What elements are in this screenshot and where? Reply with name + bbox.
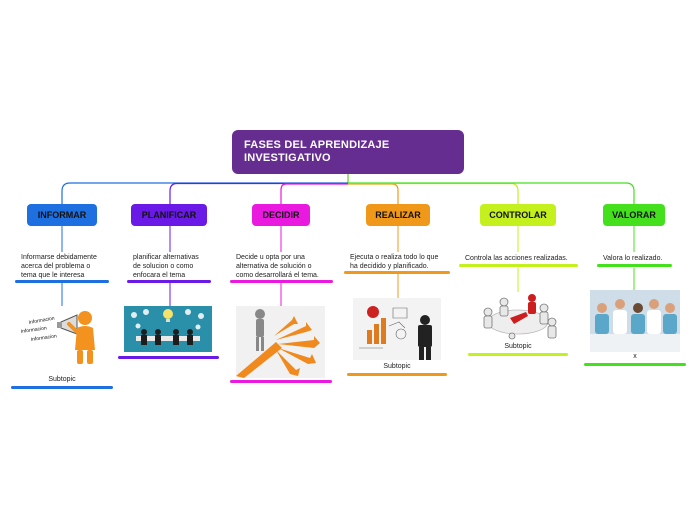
arrows-icon	[236, 316, 320, 378]
image-decidir	[236, 306, 325, 378]
lightbulb-icon	[163, 309, 173, 322]
underline-valorar-caption	[584, 363, 686, 366]
people-icon	[141, 329, 193, 345]
image-valorar	[590, 290, 680, 352]
underline-informar	[15, 280, 109, 283]
description-valorar: Valora lo realizado.	[603, 255, 663, 262]
underline-realizar-caption	[347, 373, 447, 376]
pie-sketch-icon	[367, 306, 379, 318]
description-realizar: Ejecuta o realiza todo lo que ha decidid…	[350, 254, 439, 270]
topic-realizar[interactable]: REALIZAR	[366, 204, 430, 226]
underline-planificar	[127, 280, 211, 283]
red-figure-icon	[528, 294, 536, 314]
underline-informar-caption	[11, 386, 113, 389]
description-decidir: Decide u opta por una alternativa de sol…	[236, 254, 319, 279]
image-controlar	[474, 292, 562, 342]
doodles-icon	[359, 307, 408, 349]
image-word-2: Informacion	[20, 325, 47, 335]
medical-team-icon	[595, 299, 677, 334]
table-icon	[487, 309, 549, 335]
topic-planificar[interactable]: PLANIFICAR	[131, 204, 207, 226]
table-icon	[590, 334, 680, 352]
topic-controlar[interactable]: CONTROLAR	[480, 204, 556, 226]
image-word-1: Informacion	[28, 315, 55, 325]
topic-decidir[interactable]: DECIDIR	[252, 204, 310, 226]
image-planificar	[124, 306, 212, 352]
topic-valorar[interactable]: VALORAR	[603, 204, 665, 226]
description-controlar: Controla las acciones realizadas.	[465, 255, 568, 262]
image-realizar	[353, 298, 441, 360]
description-planificar: planificar alternativas de solucion o co…	[133, 254, 199, 279]
chart-sketch-icon	[367, 318, 386, 344]
caption-informar[interactable]: Subtopic	[48, 376, 76, 383]
underline-decidir	[230, 280, 333, 283]
red-arrow-icon	[510, 312, 528, 324]
caption-valorar[interactable]: x	[633, 353, 637, 360]
underline-controlar-caption	[468, 353, 568, 356]
underline-controlar	[459, 264, 578, 267]
businessman-icon	[418, 315, 432, 360]
description-informar: Informarse debidamente acerca del proble…	[21, 254, 97, 279]
underline-planificar-image	[118, 356, 219, 359]
caption-controlar[interactable]: Subtopic	[504, 343, 532, 350]
figures-icon	[483, 297, 557, 340]
caption-realizar[interactable]: Subtopic	[383, 363, 411, 370]
underline-decidir-image	[230, 380, 332, 383]
underline-valorar	[597, 264, 672, 267]
central-topic[interactable]: FASES DEL APRENDIZAJE INVESTIGATIVO	[232, 130, 464, 174]
thinking-person-icon	[255, 309, 265, 351]
idea-icons	[131, 309, 204, 330]
image-informar: Informacion Informacion Informacion	[17, 306, 107, 368]
orange-figure-icon	[67, 311, 95, 364]
topic-informar[interactable]: INFORMAR	[27, 204, 97, 226]
underline-realizar	[344, 271, 450, 274]
image-word-3: Informacion	[30, 333, 57, 343]
